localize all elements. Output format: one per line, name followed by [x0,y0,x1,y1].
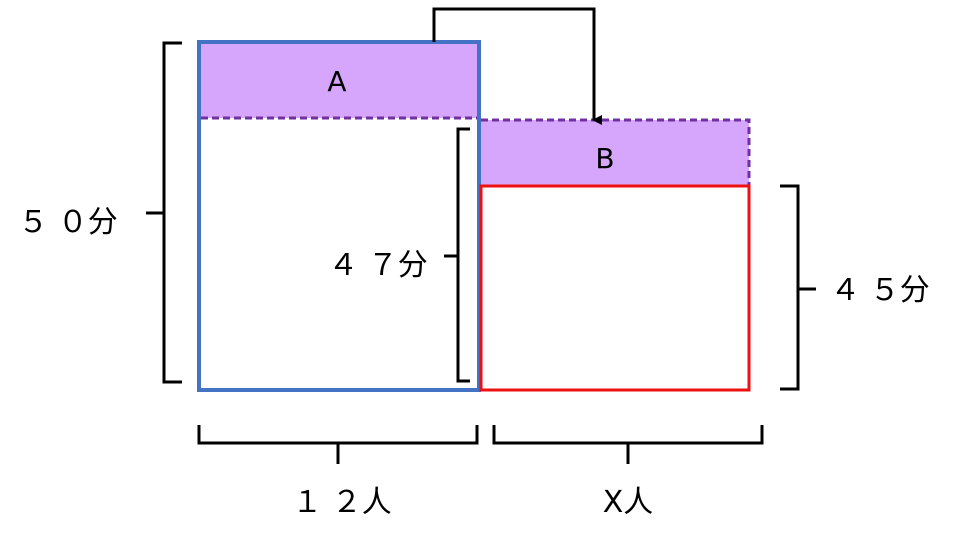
bracket-middle [444,127,470,383]
label-right-width: X人 [603,485,654,520]
bracket-right-width [492,425,764,464]
label-left-total: ５ ０分 [18,205,118,240]
bracket-left-width [197,425,479,464]
region-b-dashed-border [481,118,751,186]
label-left-width: １ ２人 [292,485,392,520]
region-b-label: B [595,142,614,175]
right-rectangle [479,184,751,392]
region-b [481,120,749,186]
label-right: ４ ５分 [830,273,930,308]
region-a [201,44,477,118]
bracket-right [780,184,816,391]
arrow-a-to-b [432,7,602,125]
region-a-label: A [327,65,346,98]
bracket-left-total [146,41,182,384]
label-middle: ４ ７分 [328,248,428,283]
